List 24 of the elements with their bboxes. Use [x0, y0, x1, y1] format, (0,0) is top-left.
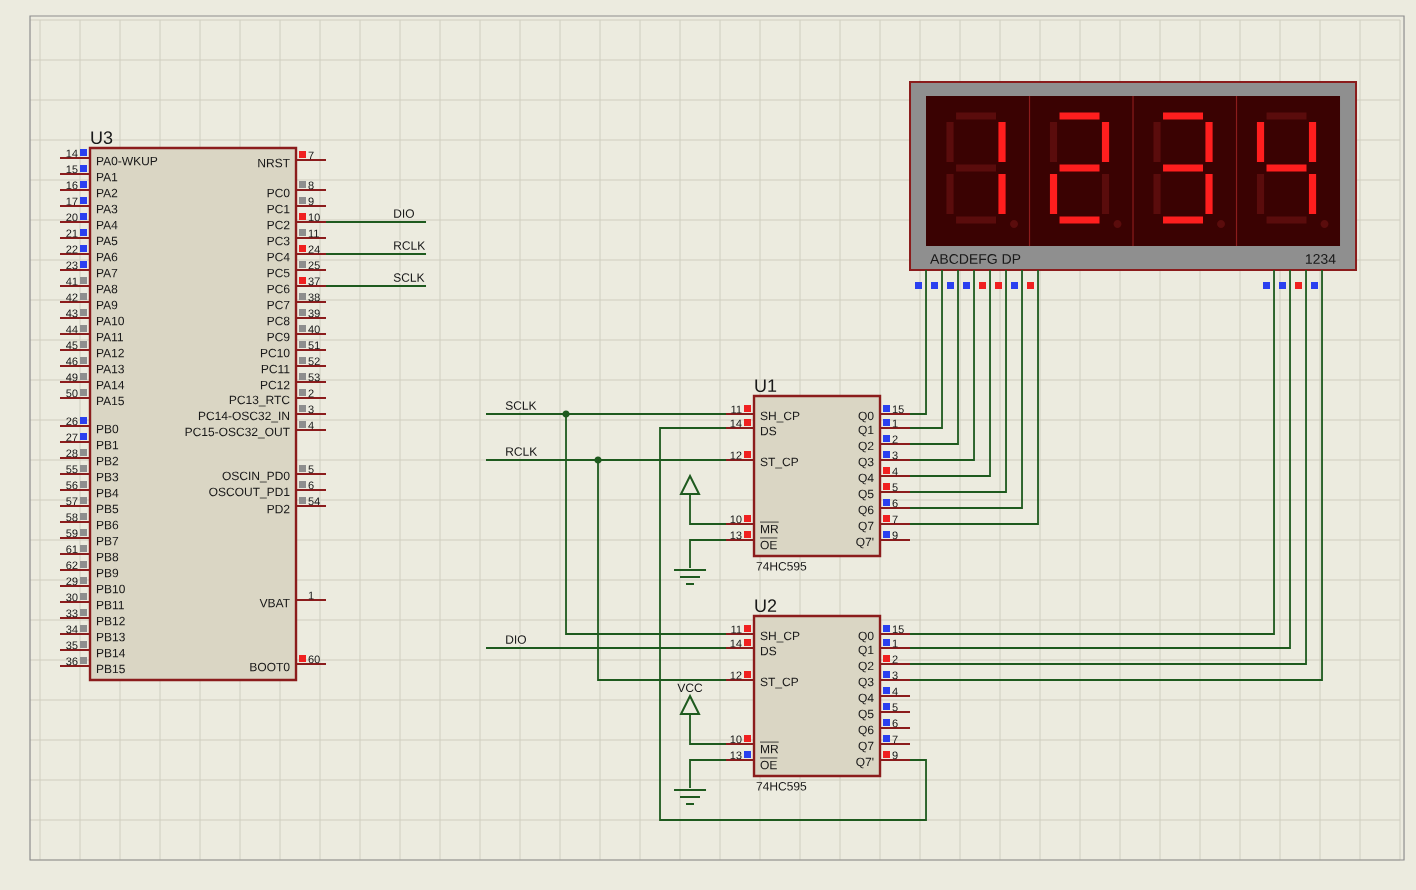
- wire: [909, 269, 959, 445]
- wire: [689, 493, 727, 525]
- wire: [909, 269, 1007, 493]
- wire: [689, 539, 727, 569]
- wire: [485, 647, 727, 649]
- wire: [909, 269, 1023, 509]
- wire: [689, 713, 727, 745]
- wire: [325, 221, 427, 223]
- wire: [485, 459, 727, 681]
- part-designator: U3: [91, 131, 113, 144]
- wire: [909, 269, 991, 477]
- wire: [909, 269, 927, 415]
- wire: [325, 285, 427, 287]
- part-designator: U2: [755, 599, 777, 612]
- wire: [485, 413, 727, 635]
- wire: [659, 427, 927, 821]
- ground-symbol: [673, 789, 707, 805]
- wire: [909, 269, 1039, 525]
- wire: [909, 269, 943, 429]
- wire: [689, 759, 727, 789]
- wire: [909, 269, 975, 461]
- part-designator: U1: [755, 379, 777, 392]
- ground-symbol: [673, 569, 707, 585]
- wire: [325, 253, 427, 255]
